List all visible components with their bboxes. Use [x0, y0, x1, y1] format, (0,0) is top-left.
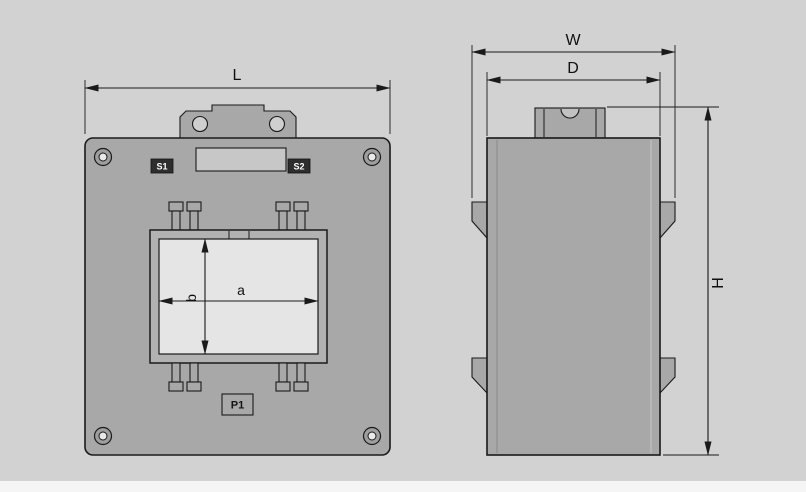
clip-prong-cap	[168, 201, 184, 212]
upper-clip-right	[275, 201, 309, 231]
nameplate	[195, 147, 287, 172]
corner-screw-top-left	[93, 147, 113, 167]
core-window-opening	[158, 238, 319, 355]
clip-prong-cap	[186, 201, 202, 212]
tab-notch-icon	[560, 108, 580, 119]
clip-prong-cap	[275, 201, 291, 212]
corner-screw-bottom-right	[362, 426, 382, 446]
screw-hole-icon	[98, 431, 108, 441]
clip-prong-cap	[275, 381, 291, 392]
front-mounting-bracket	[179, 104, 297, 139]
bracket-hole-left-icon	[191, 115, 209, 133]
clip-prong-cap	[293, 381, 309, 392]
dimension-d-label: D	[567, 60, 579, 77]
dimension-l-label: L	[233, 67, 242, 84]
dimension-w-label: W	[565, 32, 581, 49]
bracket-hole-right-icon	[268, 115, 286, 133]
screw-hole-icon	[367, 431, 377, 441]
upper-clip-left	[168, 201, 202, 231]
clip-prong-stem	[189, 210, 199, 231]
clip-prong-stem	[189, 362, 199, 383]
corner-screw-top-right	[362, 147, 382, 167]
clip-prong-cap	[168, 381, 184, 392]
clip-prong-stem	[296, 362, 306, 383]
lower-clip-right	[275, 362, 309, 392]
front-view: S1 S2 a b	[84, 67, 391, 456]
side-view: W D H	[471, 32, 727, 456]
terminal-badge-s2	[287, 158, 311, 174]
screw-hole-icon	[98, 152, 108, 162]
clip-prong-cap	[186, 381, 202, 392]
dimension-a-label: a	[237, 282, 245, 298]
page-margin-bottom	[0, 481, 806, 492]
clip-prong-cap	[293, 201, 309, 212]
lower-clip-left	[168, 362, 202, 392]
clip-prong-stem	[278, 362, 288, 383]
terminal-box-p1	[221, 393, 254, 416]
screw-hole-icon	[367, 152, 377, 162]
clip-prong-stem	[171, 210, 181, 231]
side-body	[486, 137, 661, 456]
clip-prong-stem	[296, 210, 306, 231]
clip-prong-stem	[278, 210, 288, 231]
corner-screw-bottom-left	[93, 426, 113, 446]
dimension-h-label: H	[710, 277, 727, 289]
clip-prong-stem	[171, 362, 181, 383]
terminal-p1-label: P1	[231, 400, 244, 412]
terminal-s2-label: S2	[293, 162, 304, 172]
terminal-badge-s1	[150, 158, 174, 174]
terminal-s1-label: S1	[156, 162, 167, 172]
dimension-b-label: b	[183, 294, 199, 302]
